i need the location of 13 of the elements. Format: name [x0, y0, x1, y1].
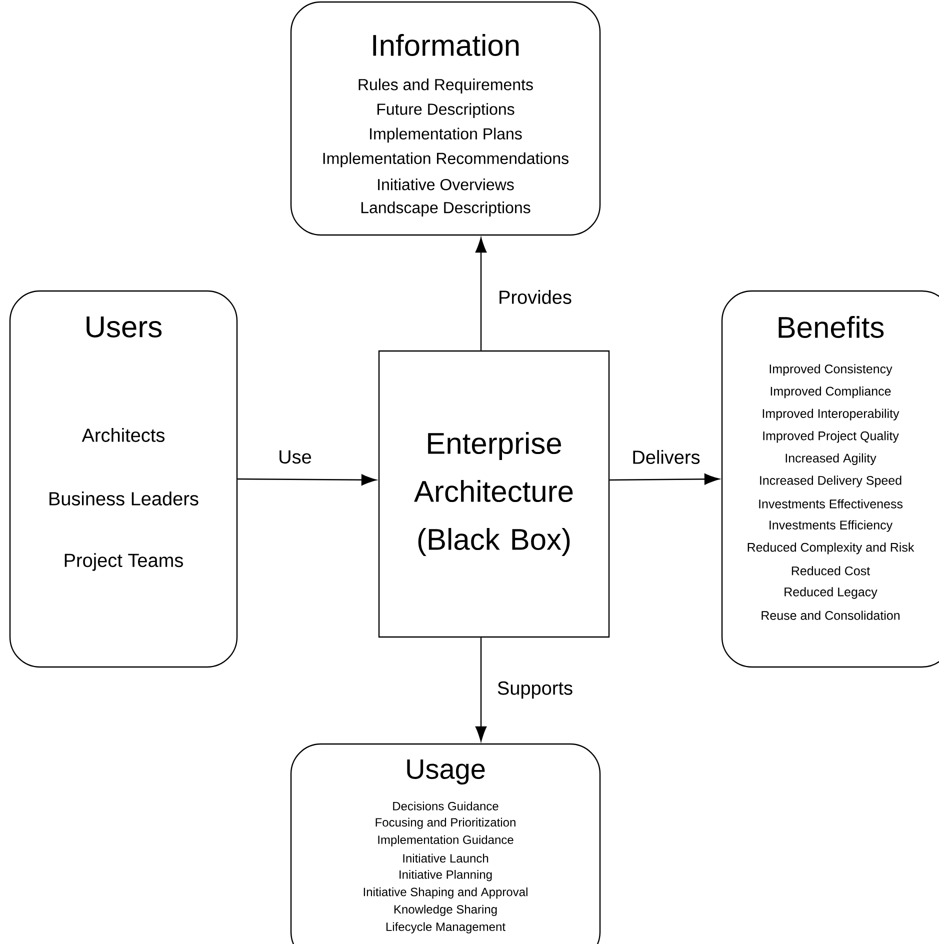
rounded-box: Benefits Improved Consistency Improved Compliance Improved Interoperability Improved Project Quality Increased Agility Increased Delivery Speed Investments Effectiveness Investments Efficiency Reduced Complexity and Risk Reduced Cost Reduced Legacy Reuse and Consolidation [721, 290, 939, 668]
rounded-box: Information Rules and Requirements Future Descriptions Implementation Plans Implementation Recommendations Initiative Overviews Landscape Descriptions [290, 1, 601, 236]
arrow [475, 638, 487, 742]
rounded-box: Users Architects Business Leaders Project Teams [9, 290, 238, 668]
square-box: Enterprise Architecture (Black Box) [378, 350, 610, 638]
arrow [238, 474, 376, 486]
edge-label: Supports [494, 679, 576, 701]
arrow [610, 474, 720, 485]
arrow [475, 238, 487, 350]
edge-label: Use [276, 448, 314, 466]
rounded-box: Usage Decisions Guidance Focusing and Prioritization Implementation Guidance Initiative Launch Initiative Planning Initiative Shaping and Approval Knowledge Sharing Lifecycle Management [290, 743, 601, 944]
edge-label: Provides [496, 288, 574, 306]
edge-label: Delivers [630, 448, 702, 466]
